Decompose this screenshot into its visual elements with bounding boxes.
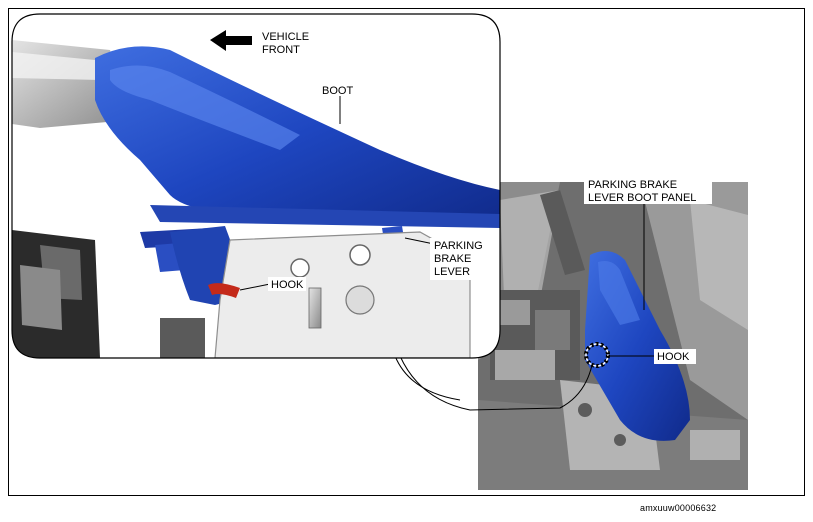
- hook-main-label: HOOK: [657, 351, 690, 363]
- parking-brake-lever-label-line1: PARKING: [434, 240, 483, 252]
- parking-brake-lever-label-line3: LEVER: [434, 266, 470, 278]
- parking-brake-lever-label-line2: BRAKE: [434, 253, 471, 265]
- boot-panel-label-line2: LEVER BOOT PANEL: [588, 192, 696, 204]
- hook-callout-leader: [239, 283, 271, 291]
- lever-leader: [404, 237, 435, 245]
- vehicle-front-label-line2: FRONT: [262, 44, 300, 56]
- vehicle-front-arrow-icon: [210, 30, 252, 51]
- boot-panel-label-line1: PARKING BRAKE: [588, 179, 677, 191]
- vehicle-front-label-line1: VEHICLE: [262, 31, 309, 43]
- detail-callout: [11, 13, 501, 359]
- boot-label: BOOT: [322, 85, 353, 97]
- figure-id: amxuuw00006632: [640, 503, 717, 513]
- hook-callout-label: HOOK: [271, 279, 304, 291]
- console-photo: [478, 182, 748, 490]
